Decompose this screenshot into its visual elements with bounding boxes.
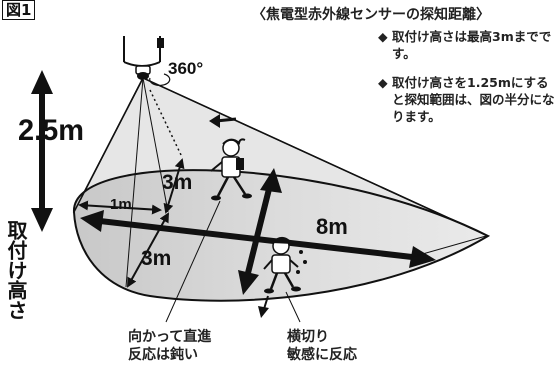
height-arrow (31, 70, 53, 232)
sensor-unit (123, 36, 164, 80)
note-max-height: ◆ 取付け高さは最高3mまでです。 (378, 28, 556, 62)
caption-approach-line1: 向かって直進 (128, 329, 212, 345)
rotation-label: 360° (168, 59, 203, 78)
leader-approach (165, 200, 221, 323)
leader-cross (285, 291, 301, 323)
caption-cross-line2: 敏感に反応 (287, 347, 357, 363)
dimension-1m (78, 200, 162, 215)
figure-label: 図1 (2, 0, 36, 20)
note-text: 取付け高さは最高3mまでです。 (392, 29, 552, 61)
note-bullet: ◆ (378, 75, 388, 90)
dimension-3m-upper (163, 158, 185, 214)
figure-title: 〈焦電型赤外線センサーの探知距離〉 (252, 7, 490, 23)
caption-approach-line2: 反応は鈍い (128, 347, 198, 363)
dimension-8m-label: 8m (316, 214, 348, 239)
dimension-3m-upper-label: 3m (162, 171, 192, 194)
cone-dotted-guide (149, 89, 183, 158)
dimension-1m-label: 1m (110, 196, 132, 213)
caption-approach: 向かって直進 反応は鈍い (128, 328, 211, 364)
caption-cross: 横切り 敏感に反応 (287, 328, 357, 364)
cone-edge-right (142, 77, 489, 237)
crossing-arrow (238, 168, 282, 295)
note-bullet: ◆ (378, 29, 388, 44)
walker-crossing-icon (258, 237, 307, 318)
dimension-3m-lower-label: 3m (141, 247, 171, 270)
cone-edge-left (73, 77, 144, 213)
height-label: 2.5m (18, 114, 84, 147)
walker-approaching-icon (209, 114, 252, 201)
note-half-range: ◆ 取付け高さを1.25mにすると探知範囲は、図の半分になります。 (378, 74, 556, 125)
rotation-arc-icon (149, 73, 171, 87)
caption-cross-line1: 横切り (287, 329, 329, 345)
note-text: 取付け高さを1.25mにすると探知範囲は、図の半分になります。 (392, 75, 555, 124)
mounting-height-label: 取付け高さ (4, 220, 28, 320)
detection-zone (72, 169, 491, 302)
